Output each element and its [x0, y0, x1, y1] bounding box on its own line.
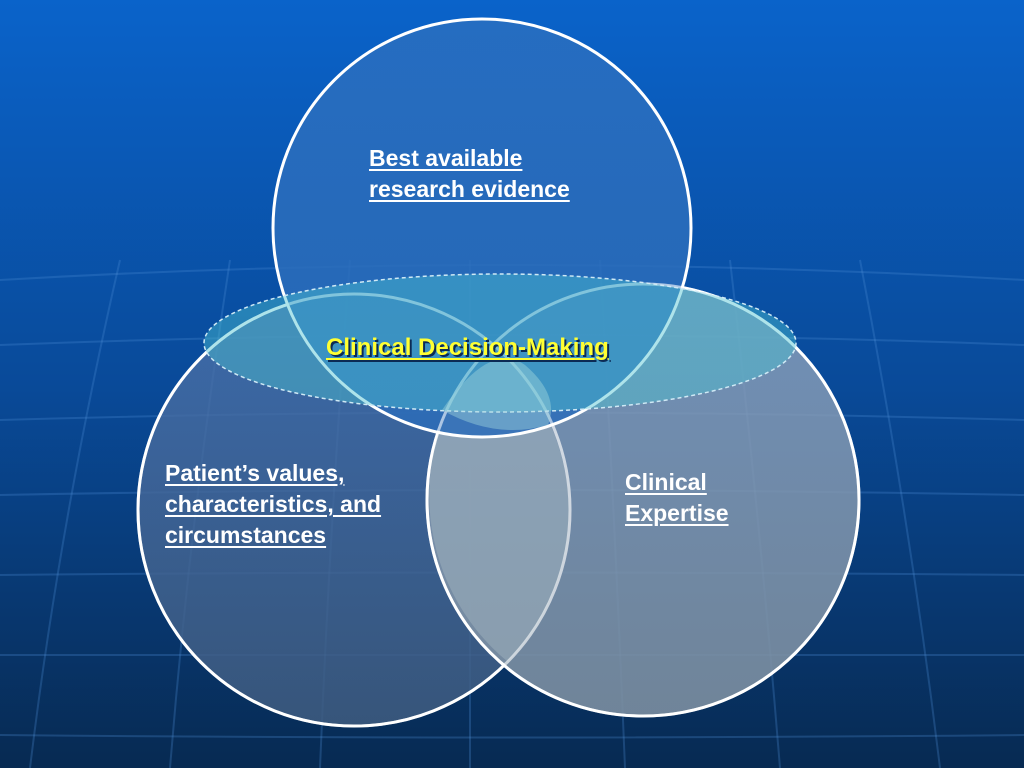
research-evidence-line-2: research evidence	[369, 176, 570, 202]
triple-overlap-region	[442, 358, 552, 430]
clinical-expertise-line-2: Expertise	[625, 500, 729, 526]
patient-values-line-3: circumstances	[165, 522, 327, 548]
research-evidence-circle	[271, 17, 693, 439]
center-label-text: Clinical Decision-Making	[326, 334, 609, 361]
patient-values-line-2: characteristics, and	[165, 491, 382, 517]
clinical-expertise-line-1: Clinical	[625, 469, 707, 495]
expertise-circle-outline	[425, 282, 861, 718]
research-evidence-line-1: Best available	[369, 145, 523, 171]
clinical-decision-making-label: Clinical Decision-Making	[326, 332, 609, 363]
patient-circle-outline	[136, 292, 572, 728]
research-evidence-label: Best available research evidence	[369, 143, 570, 205]
clinical-expertise-label: Clinical Expertise	[625, 467, 729, 529]
patient-values-label: Patient’s values, characteristics, and c…	[165, 458, 381, 551]
patient-values-line-1: Patient’s values,	[165, 460, 345, 486]
decision-making-ellipse	[203, 273, 797, 413]
